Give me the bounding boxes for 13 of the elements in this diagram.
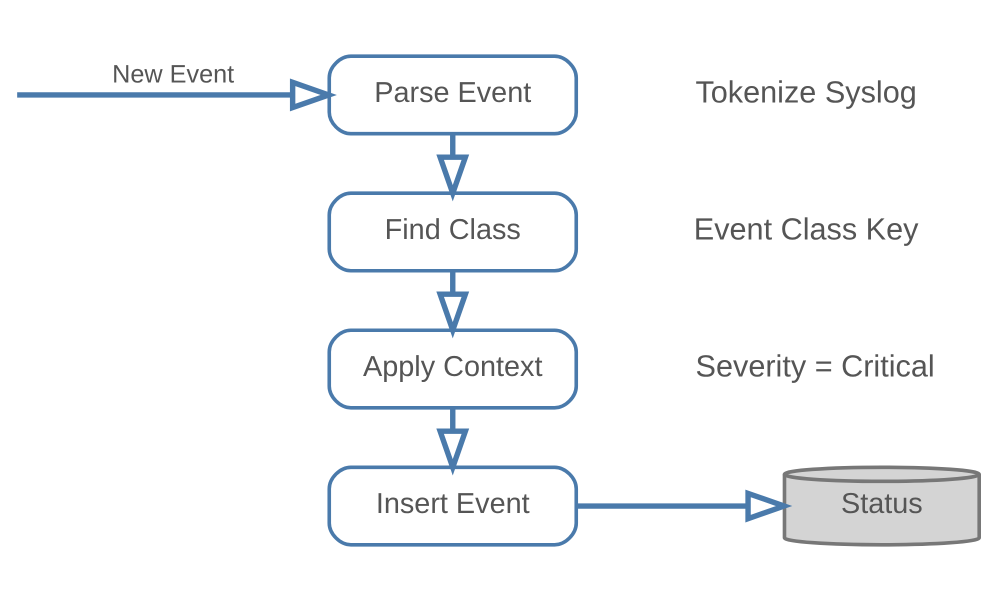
arrow xyxy=(576,490,792,522)
node-box: Parse Event xyxy=(327,54,578,136)
node-box: Insert Event xyxy=(327,465,578,547)
edge-label: New Event xyxy=(112,60,234,89)
arrow xyxy=(436,408,470,476)
arrow xyxy=(436,270,470,338)
node-label: Tokenize Syslog xyxy=(695,75,917,110)
node-label: Event Class Key xyxy=(694,212,918,246)
arrow xyxy=(17,78,337,112)
node-box: Find Class xyxy=(327,191,578,273)
node-box: Apply Context xyxy=(327,328,578,410)
arrow xyxy=(436,134,470,202)
node-label: Severity = Critical xyxy=(696,349,935,384)
